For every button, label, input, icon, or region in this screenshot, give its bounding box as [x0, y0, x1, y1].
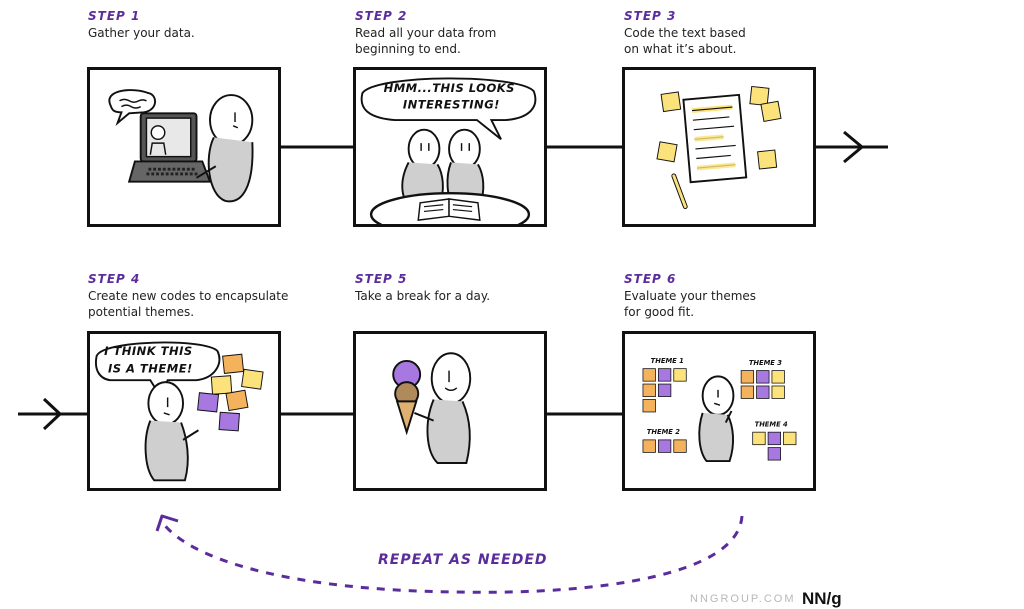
step-6-description: Evaluate your themes for good fit. [624, 289, 757, 319]
nng-logo: NN/g [802, 589, 842, 608]
step-3-title: STEP 3 [624, 9, 677, 23]
step-2-description: Read all your data from beginning to end… [355, 26, 497, 56]
step-4-panel: I THINK THIS IS A THEME! [87, 331, 281, 491]
reading-together-illustration: HMM...THIS LOOKS INTERESTING! [360, 77, 537, 224]
theme-3-label: THEME 3 [749, 359, 782, 367]
step-6-panel: THEME 1 THEME 3 THEME 2 THEME 4 [622, 331, 816, 491]
step-1-title: STEP 1 [88, 9, 141, 23]
theme-board-illustration: THEME 1 THEME 3 THEME 2 THEME 4 [642, 357, 797, 463]
step-6-title: STEP 6 [624, 272, 677, 286]
arrow-right-icon [843, 130, 864, 164]
step-3-description: Code the text based on what it’s about. [624, 26, 746, 56]
step-4-description: Create new codes to encapsulate potentia… [88, 289, 289, 319]
step-5-description: Take a break for a day. [355, 289, 491, 303]
theme-2-notes [642, 439, 687, 453]
arrow-in-icon [42, 397, 62, 431]
step-4-title: STEP 4 [88, 272, 141, 286]
theme-3-notes [740, 370, 785, 399]
laptop-interview-illustration [108, 89, 254, 203]
step-1-panel [87, 67, 281, 227]
step-2-title: STEP 2 [355, 9, 408, 23]
theme-4-notes [752, 431, 797, 461]
ice-cream-break-illustration [392, 352, 472, 464]
step-2-speech-line-1: HMM...THIS LOOKS [384, 81, 515, 95]
step-5-panel [353, 331, 547, 491]
step-2-panel: HMM...THIS LOOKS INTERESTING! [353, 67, 547, 227]
repeat-dashed-arrow [160, 515, 744, 594]
step-3-panel [622, 67, 816, 227]
coding-document-illustration [656, 85, 782, 210]
theme-4-label: THEME 4 [755, 420, 788, 428]
step-4-speech-line-1: I THINK THIS [104, 344, 193, 358]
theme-2-label: THEME 2 [647, 428, 680, 436]
step-2-speech-line-2: INTERESTING! [403, 98, 500, 112]
repeat-as-needed-label: REPEAT AS NEEDED [378, 552, 548, 568]
theme-1-label: THEME 1 [651, 357, 684, 365]
footer-site-text: NNGROUP.COM [690, 593, 796, 605]
theme-1-notes [642, 368, 687, 413]
repeat-arrowhead-icon [155, 514, 179, 532]
theme-idea-illustration: I THINK THIS IS A THEME! [95, 341, 264, 482]
step-5-title: STEP 5 [355, 272, 408, 286]
step-4-speech-line-2: IS A THEME! [108, 362, 193, 376]
step-1-description: Gather your data. [88, 26, 195, 40]
